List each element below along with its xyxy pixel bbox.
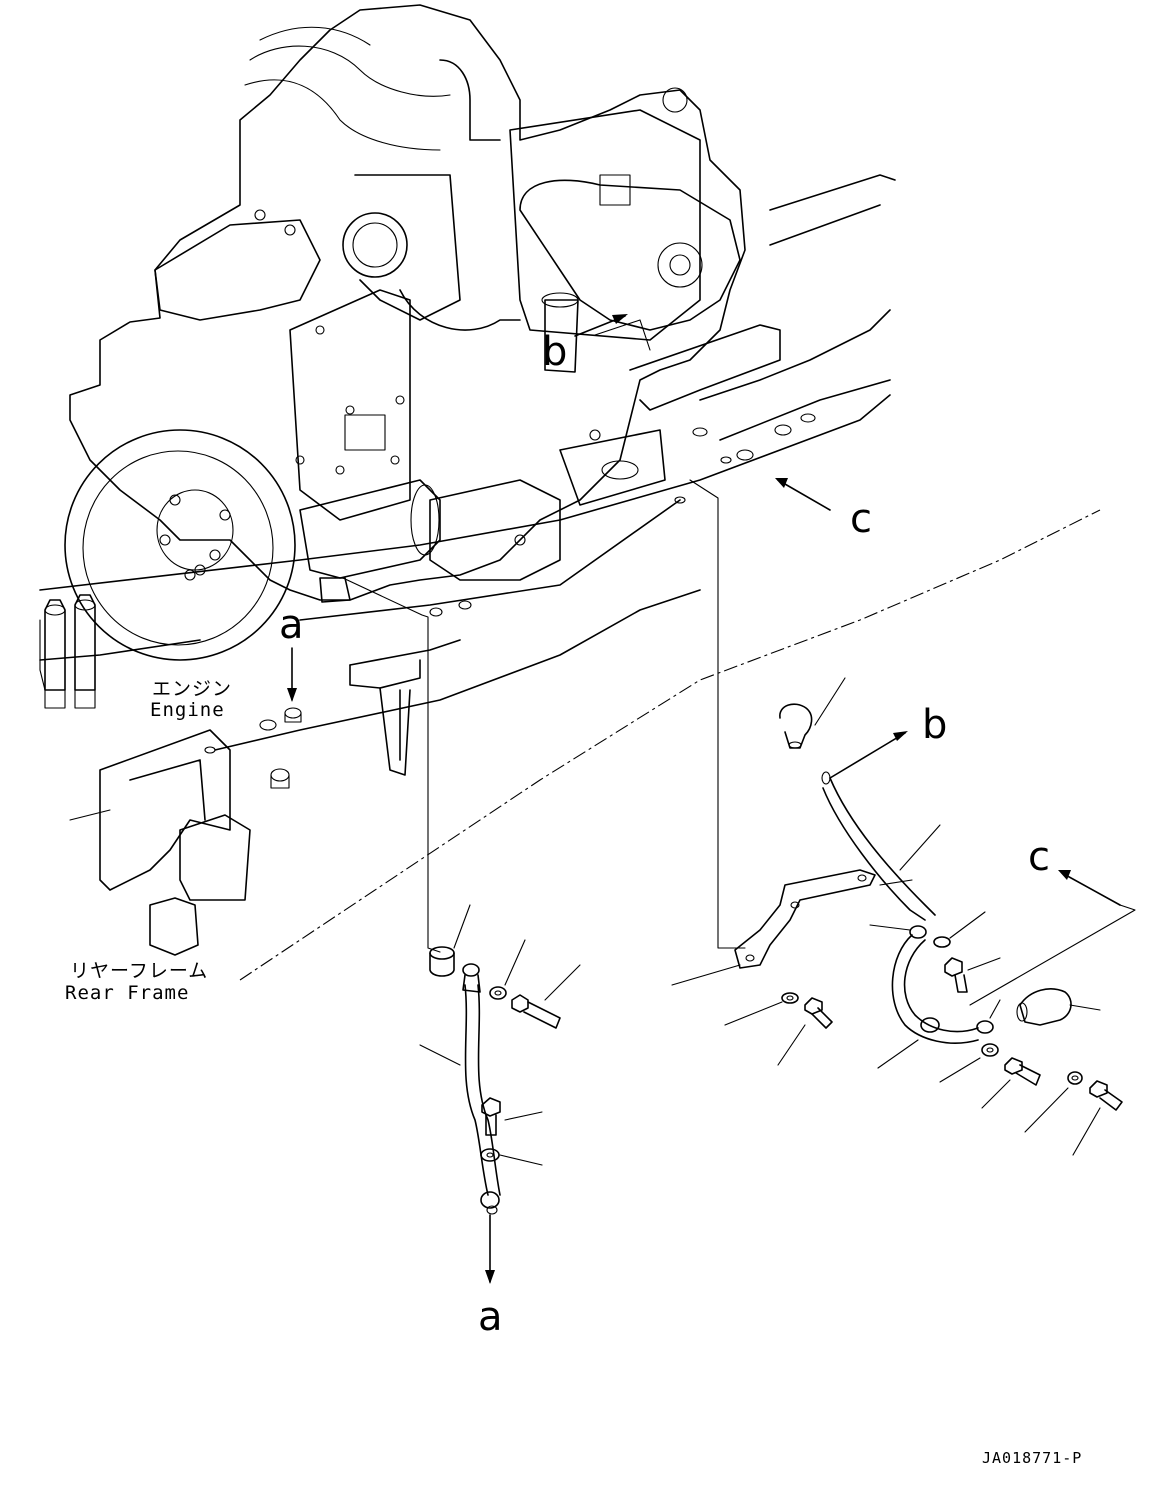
hose-part xyxy=(419,963,501,1215)
rear-frame-label-en: Rear Frame xyxy=(65,982,189,1004)
engine-assembly xyxy=(44,4,746,709)
bolt-part-5 xyxy=(981,1057,1041,1109)
engine-label-en: Engine xyxy=(150,699,225,721)
bracket-part xyxy=(671,869,876,986)
bolt-part xyxy=(511,964,581,1029)
callout-arrows xyxy=(287,314,1121,1284)
rear-frame xyxy=(39,174,896,956)
arrow-b-right xyxy=(829,732,906,779)
callout-b-top: b xyxy=(542,329,567,375)
washer-part-7 xyxy=(1024,1071,1083,1133)
washer-part-4 xyxy=(724,992,799,1026)
spacer-part xyxy=(429,904,471,977)
callout-a-bottom: a xyxy=(478,1294,503,1340)
washer-part-3 xyxy=(933,911,986,948)
washer-part-6 xyxy=(939,1043,999,1083)
callout-b-right: b xyxy=(922,702,947,748)
elbow-fitting-part-2 xyxy=(1016,988,1101,1026)
rear-frame-label-jp: リヤーフレーム xyxy=(70,960,208,982)
callout-a-top: a xyxy=(279,602,304,648)
bolt-part-6 xyxy=(1072,1080,1123,1156)
elbow-fitting-part xyxy=(779,677,846,749)
callout-c-top: c xyxy=(850,496,872,542)
long-hose-part xyxy=(821,771,941,921)
arrow-c-top xyxy=(777,479,831,511)
washer-part-2 xyxy=(480,1148,543,1166)
assembly-guides xyxy=(239,479,1136,1006)
bolt-part-2 xyxy=(481,1097,543,1136)
curved-tube-part xyxy=(869,924,979,1069)
bolt-part-4 xyxy=(777,997,833,1066)
engine-bolts xyxy=(159,209,601,581)
arrow-c-right xyxy=(1061,872,1121,906)
frame-spacers xyxy=(204,413,816,789)
labels: a a b b c c エンジン Engine リヤーフレーム Rear Fra… xyxy=(65,329,1082,1467)
callout-c-right: c xyxy=(1028,834,1050,880)
bolt-part-3 xyxy=(944,957,1001,993)
left-hose-assembly xyxy=(419,904,581,1215)
washer-part xyxy=(489,939,526,1000)
right-hose-assembly xyxy=(671,677,1123,1156)
washer-part-5 xyxy=(976,999,1001,1034)
drawing-id: JA018771-P xyxy=(982,1449,1082,1467)
engine-label-jp: エンジン xyxy=(152,678,232,700)
